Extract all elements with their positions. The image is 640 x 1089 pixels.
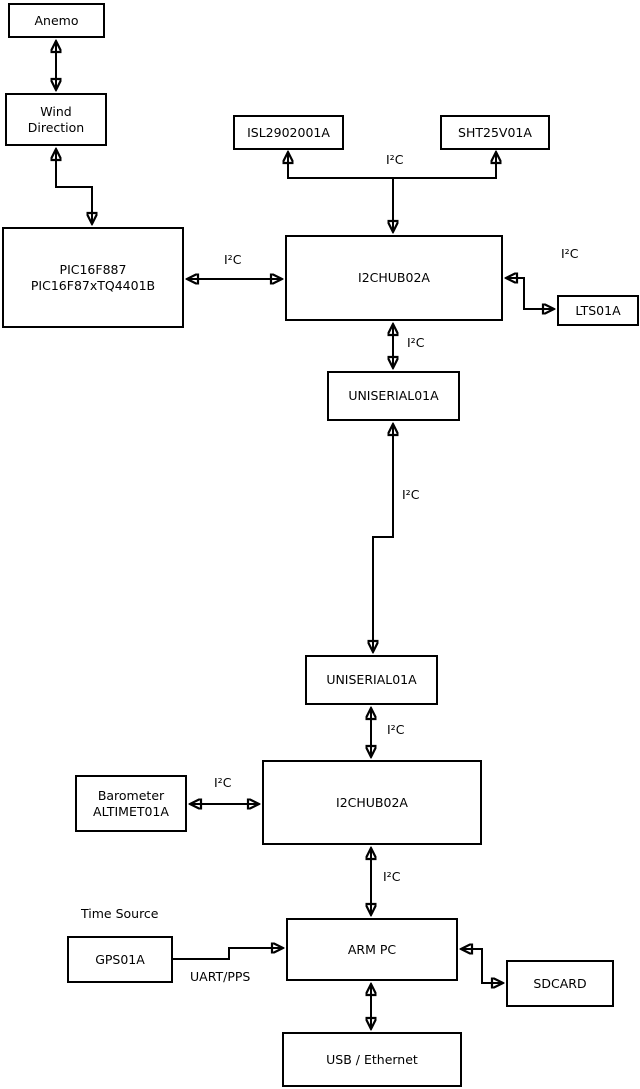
- node-i2chub02a-2-label: I2CHUB02A: [336, 794, 408, 810]
- node-wind-direction-label-line1: Wind: [40, 103, 72, 119]
- edge-gps-armpc: [173, 948, 283, 960]
- node-barometer-label-line1: Barometer: [97, 787, 165, 803]
- node-arm-pc: ARM PC: [286, 918, 458, 981]
- edge-armpc-sdcard: [461, 949, 503, 983]
- edge-uniserial1-uniserial2: [373, 424, 393, 652]
- edge-label-i2c-uniserial2-hub2: I²C: [387, 722, 405, 737]
- edge-label-uart-pps: UART/PPS: [190, 969, 251, 984]
- node-uniserial01a-1-label: UNISERIAL01A: [348, 388, 439, 403]
- node-wind-direction: Wind Direction: [5, 93, 107, 146]
- node-uniserial01a-2-label: UNISERIAL01A: [326, 672, 417, 687]
- edge-label-i2c-hub1-uniserial1: I²C: [407, 335, 425, 350]
- node-sdcard: SDCARD: [506, 960, 614, 1007]
- node-gps01a-label: GPS01A: [95, 951, 145, 967]
- node-lts01a-label: LTS01A: [575, 302, 621, 318]
- node-pic16f887-label-line2: PIC16F87xTQ4401B: [30, 277, 156, 293]
- node-anemo-label: Anemo: [34, 12, 79, 28]
- node-i2chub02a-1-label: I2CHUB02A: [358, 270, 430, 285]
- edge-label-i2c-barometer-hub2: I²C: [214, 775, 232, 790]
- node-uniserial01a-1: UNISERIAL01A: [327, 371, 460, 421]
- node-uniserial01a-2: UNISERIAL01A: [305, 655, 438, 705]
- edge-label-i2c-pic-hub1: I²C: [224, 252, 242, 267]
- node-isl2902001a-label: ISL2902001A: [247, 124, 330, 140]
- node-sht25v01a: SHT25V01A: [440, 115, 550, 150]
- node-i2chub02a-2: I2CHUB02A: [262, 760, 482, 845]
- edge-label-i2c-hub1-lts: I²C: [561, 246, 579, 261]
- edge-label-i2c-uniserial-link: I²C: [402, 487, 420, 502]
- node-isl2902001a: ISL2902001A: [233, 115, 344, 150]
- node-gps01a: GPS01A: [67, 936, 173, 983]
- node-barometer-altimet01a: Barometer ALTIMET01A: [75, 775, 187, 832]
- node-usb-ethernet: USB / Ethernet: [282, 1032, 462, 1087]
- edge-winddirection-pic: [56, 149, 92, 224]
- edge-label-i2c-top-sensors: I²C: [386, 152, 404, 167]
- edge-label-i2c-hub2-armpc: I²C: [383, 869, 401, 884]
- node-wind-direction-label-line2: Direction: [27, 119, 85, 135]
- node-i2chub02a-1: I2CHUB02A: [285, 235, 503, 321]
- edge-label-time-source: Time Source: [81, 906, 159, 921]
- node-arm-pc-label: ARM PC: [347, 941, 397, 957]
- node-anemo: Anemo: [8, 3, 105, 38]
- node-barometer-label-line2: ALTIMET01A: [93, 803, 169, 819]
- node-lts01a: LTS01A: [557, 295, 639, 326]
- node-pic16f887-label-line1: PIC16F887: [59, 261, 127, 277]
- node-usb-ethernet-label: USB / Ethernet: [326, 1051, 418, 1067]
- node-pic16f887: PIC16F887 PIC16F87xTQ4401B: [2, 227, 184, 328]
- node-sht25v01a-label: SHT25V01A: [458, 124, 532, 140]
- edge-hub1-lts: [506, 278, 554, 309]
- node-sdcard-label: SDCARD: [533, 975, 587, 991]
